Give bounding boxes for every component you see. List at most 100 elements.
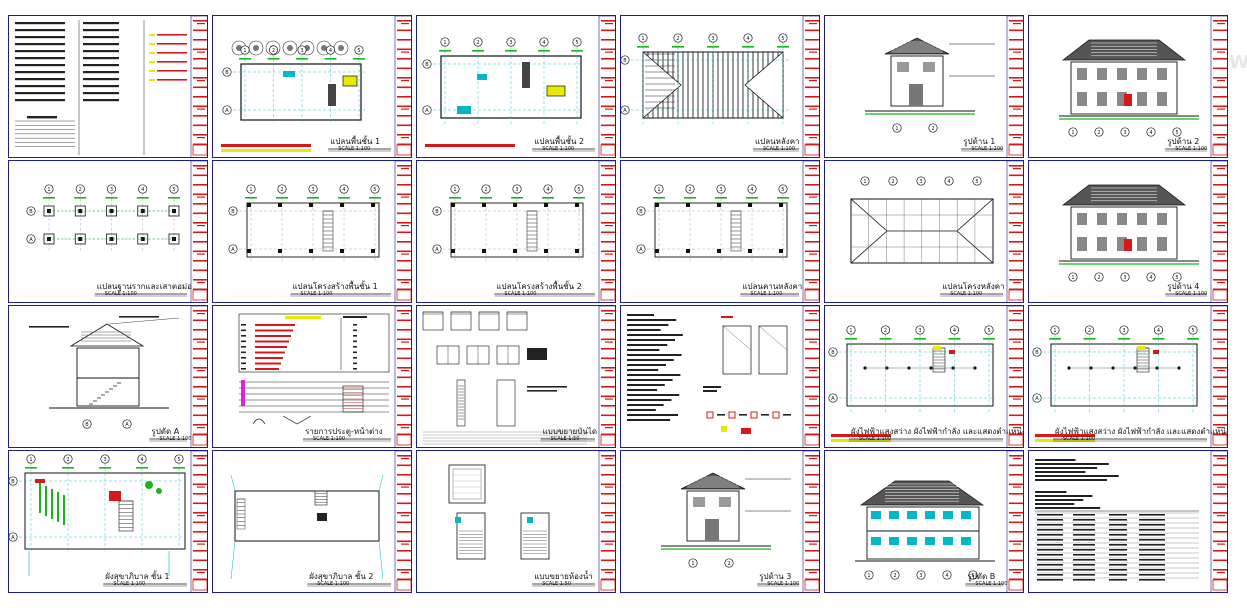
top-grid-bubble: 2 (891, 179, 894, 185)
scale-label: SCALE 1:100 (1063, 436, 1096, 442)
scale-label: SCALE 1:100 (300, 291, 333, 297)
sheet-title: รูปด้าน 1 (963, 137, 996, 146)
title-block (598, 306, 615, 447)
drawing-sheet-s01[interactable] (8, 15, 208, 158)
sheet-title: ผังสุขาภิบาล ชั้น 1 (105, 572, 170, 581)
top-grid-bubble: 3 (711, 36, 714, 42)
drawing-sheet-s16[interactable] (620, 305, 820, 448)
top-grid-bubble: 4 (1157, 328, 1160, 334)
top-grid-bubble: 4 (750, 187, 753, 193)
sheet-title: แปลนคานหลังคา (742, 282, 803, 291)
top-grid-bubble: 5 (1191, 328, 1194, 334)
top-grid-bubble: 5 (373, 187, 376, 193)
top-grid-bubble: 5 (575, 40, 578, 46)
side-grid-bubble: B (623, 58, 627, 64)
sheet-title: แบบขยายบันได (542, 427, 598, 436)
top-grid-bubble: 5 (975, 179, 978, 185)
title-block (190, 161, 207, 302)
top-grid-bubble: 2 (280, 187, 283, 193)
scale-label: SCALE 1:50 (542, 581, 572, 587)
title-block (394, 306, 411, 447)
top-grid-bubble: 1 (641, 36, 644, 42)
drawing-sheet-s24[interactable] (1028, 450, 1228, 593)
sheet-title: แปลนโครงหลังคา (942, 282, 1005, 291)
top-grid-bubble: 5 (781, 36, 784, 42)
side-grid-bubble: B (29, 209, 33, 215)
scale-label: SCALE 1:100 (1175, 291, 1208, 297)
top-grid-bubble: 1 (47, 187, 50, 193)
scale-label: SCALE 1:100 (159, 436, 192, 442)
top-grid-bubble: 3 (509, 40, 512, 46)
sheet-drawing (15, 16, 207, 157)
side-grid-bubble: A (231, 247, 235, 253)
scale-label: SCALE 1:100 (542, 146, 575, 152)
top-grid-bubble: 4 (141, 187, 144, 193)
bottom-grid-bubble: 4 (945, 573, 948, 579)
side-grid-bubble: A (425, 108, 429, 114)
bottom-grid-bubble: 3 (1123, 275, 1126, 281)
top-grid-bubble: 5 (177, 457, 180, 463)
side-grid-bubble: B (11, 479, 15, 485)
scale-label: SCALE 1:100 (504, 291, 537, 297)
sheet-title: รูปด้าน 2 (1167, 137, 1200, 146)
bottom-grid-bubble: 2 (893, 573, 896, 579)
top-grid-bubble: 3 (103, 457, 106, 463)
top-grid-bubble: 4 (746, 36, 749, 42)
scale-label: SCALE 1:100 (113, 581, 146, 587)
top-grid-bubble: 1 (453, 187, 456, 193)
side-grid-bubble: B (1035, 350, 1039, 356)
top-grid-bubble: 3 (919, 179, 922, 185)
scale-label: SCALE 1:100 (313, 436, 346, 442)
bottom-grid-bubble: 2 (727, 561, 730, 567)
sheet-title: รูปตัด A (151, 427, 180, 436)
scale-label: SCALE 1:50 (550, 436, 580, 442)
side-grid-bubble: A (639, 247, 643, 253)
side-grid-bubble: B (225, 70, 229, 76)
bottom-grid-bubble: 1 (895, 126, 898, 132)
top-grid-bubble: 4 (542, 40, 545, 46)
title-block (394, 451, 411, 592)
top-grid-bubble: 1 (243, 48, 246, 54)
top-grid-bubble: 2 (484, 187, 487, 193)
top-grid-bubble: 1 (29, 457, 32, 463)
sheet-drawing (230, 451, 411, 592)
scale-label: SCALE 1:100 (975, 581, 1008, 587)
title-block (394, 16, 411, 157)
sheet-title: รูปด้าน 3 (759, 572, 792, 581)
top-grid-bubble: 2 (1088, 328, 1091, 334)
sheet-drawing (1035, 451, 1227, 592)
scale-label: SCALE 1:100 (750, 291, 783, 297)
title-block (802, 161, 819, 302)
top-grid-bubble: 4 (546, 187, 549, 193)
sheet-drawing (238, 306, 411, 447)
